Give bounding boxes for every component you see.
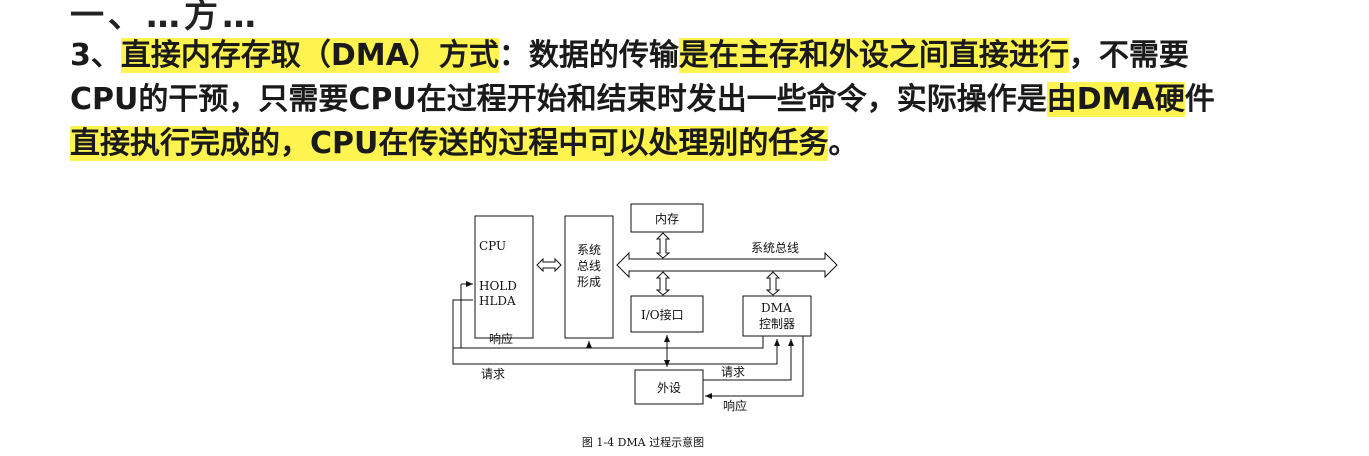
- text-segment: ：数据的传输: [498, 38, 679, 73]
- dma-diagram-figure: CPU HOLD HLDA 系统 总线 形成 内存 系统总线 I/O接口 DMA…: [433, 196, 853, 449]
- memory-connector: [655, 232, 671, 259]
- io-port-label: I/O接口: [641, 307, 684, 322]
- paragraph-line-2: CPU的干预，只需要CPU在过程开始和结束时发出一些命令，实际操作是由DMA硬件: [70, 78, 1340, 122]
- bus-former-box: [564, 215, 614, 339]
- dma-controller-box: [742, 295, 812, 337]
- highlighted-segment: 由DMA硬: [1046, 82, 1185, 117]
- paragraph-line-3: 直接执行完成的，CPU在传送的过程中可以处理别的任务。: [70, 122, 1340, 166]
- bus-former-label-3: 形成: [577, 275, 601, 289]
- hlda-label: HLDA: [479, 294, 516, 308]
- response-label-cpu: 响应: [489, 331, 513, 346]
- heading-fragment: 一、…方…: [70, 0, 260, 36]
- device-request-arrow: [703, 339, 794, 381]
- hold-label: HOLD: [479, 279, 517, 293]
- memory-label: 内存: [655, 212, 679, 226]
- paragraph: 3、直接内存存取（DMA）方式：数据的传输是在主存和外设之间直接进行，不需要 C…: [70, 34, 1340, 166]
- paragraph-line-1: 3、直接内存存取（DMA）方式：数据的传输是在主存和外设之间直接进行，不需要: [70, 34, 1340, 78]
- cpu-label: CPU: [479, 239, 506, 253]
- memory-box: [630, 203, 704, 233]
- dma-label-1: DMA: [761, 301, 792, 315]
- dma-connector: [765, 271, 781, 296]
- io-connector: [655, 271, 671, 296]
- io-port-box: [630, 295, 704, 333]
- cpu-box: [474, 215, 534, 339]
- highlighted-segment: 是在主存和外设之间直接进行: [678, 38, 1069, 73]
- system-bus-label: 系统总线: [751, 241, 799, 255]
- device-response-arrow: [705, 336, 804, 399]
- system-bus-arrow: [616, 251, 838, 279]
- figure-caption: 图 1-4 DMA 过程示意图: [581, 436, 705, 449]
- response-label-device: 响应: [723, 398, 747, 413]
- bus-former-label-2: 总线: [577, 259, 601, 273]
- text-segment: ，不需要: [1068, 38, 1189, 73]
- request-label-device: 请求: [721, 365, 745, 379]
- text-segment: 件: [1184, 82, 1215, 117]
- text-segment: CPU的干预，只需要CPU在过程开始和结束时发出一些命令，实际操作是: [70, 82, 1047, 117]
- cpu-bus-arrow: [536, 257, 562, 273]
- device-box: [634, 369, 704, 405]
- dma-diagram: CPU HOLD HLDA 系统 总线 形成 内存 系统总线 I/O接口 DMA…: [452, 203, 838, 413]
- highlighted-segment: 直接执行完成的，CPU在传送的过程中可以处理别的任务: [70, 126, 829, 161]
- text-segment: 。: [828, 126, 859, 161]
- hlda-request-arrow: [452, 299, 780, 365]
- request-label-cpu: 请求: [481, 367, 505, 381]
- dma-label-2: 控制器: [759, 317, 795, 331]
- highlighted-segment: 直接内存存取（DMA）方式: [120, 38, 499, 73]
- bus-former-label-1: 系统: [577, 243, 601, 257]
- text-segment: 3、: [70, 38, 121, 73]
- device-label: 外设: [657, 381, 681, 395]
